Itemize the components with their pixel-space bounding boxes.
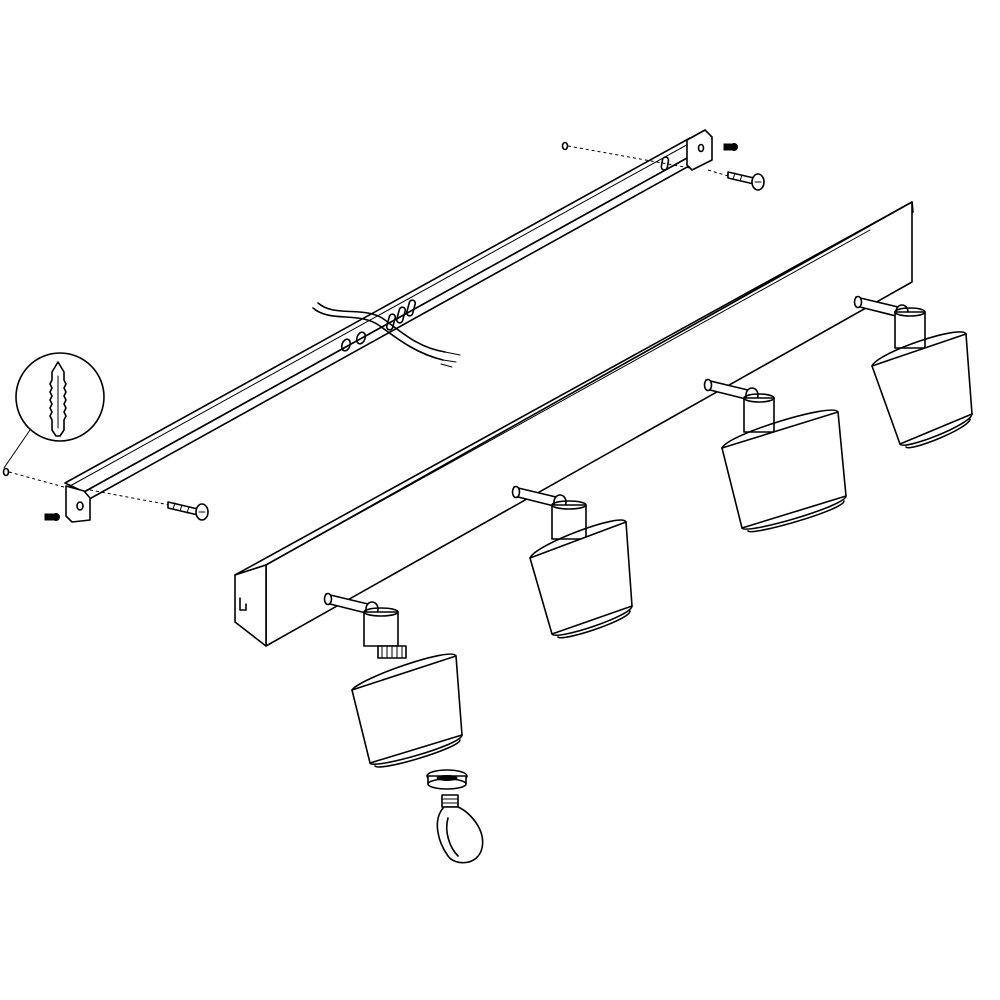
canopy-plate [234, 201, 914, 647]
supply-wire [312, 302, 461, 368]
lamp-socket-ring [426, 769, 468, 790]
alignment-line-left [8, 471, 65, 488]
mounting-screw-left [167, 501, 209, 521]
alignment-line-screw-left [89, 489, 171, 506]
light-bulb [436, 794, 484, 864]
fixing-nut-right [723, 143, 738, 151]
fixing-nut-left [44, 513, 60, 521]
wall-plug-right [561, 141, 569, 151]
wall-plug-icon [49, 361, 67, 437]
spotlight-head-3 [703, 378, 847, 533]
spotlight-head-4 [853, 295, 973, 449]
mounting-screw-right [727, 171, 765, 191]
alignment-line-right [567, 145, 691, 169]
alignment-line-screw-right [707, 169, 729, 177]
wall-plug-detail-callout [3, 352, 105, 469]
spotlight-head-1 [323, 592, 463, 768]
spotlight-head-2 [511, 485, 633, 639]
wall-plug-left [2, 467, 10, 477]
mounting-bracket [64, 129, 713, 523]
